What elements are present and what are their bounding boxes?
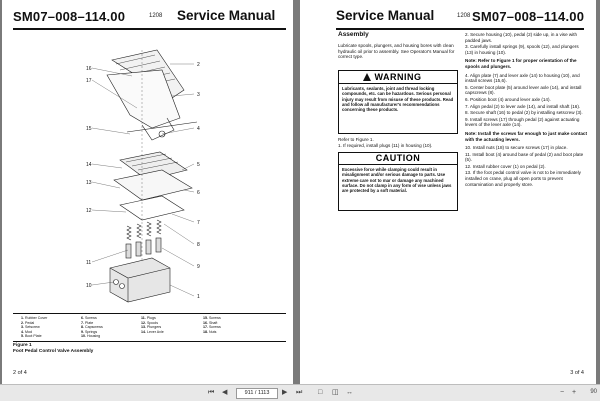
step-item: 4. Align plate (7) and lever axle (14) t…: [465, 72, 580, 84]
figure-caption: Foot Pedal Control Valve Assembly: [13, 348, 94, 354]
part-entry: 9. Springs: [81, 329, 98, 334]
callout-label: 12: [86, 208, 92, 214]
step-item: 11. Install boot (4) around base of peda…: [465, 151, 584, 163]
first-page-icon[interactable]: ⏮: [208, 389, 215, 396]
callout-label: 11: [86, 260, 91, 266]
callout-label: 8: [197, 242, 200, 248]
step-item: 7. Align pedal (2) to lever axle (14), a…: [465, 103, 581, 109]
single-page-view-icon[interactable]: □: [318, 389, 323, 396]
assembly-heading: Assembly: [338, 31, 369, 38]
callout-label: 14: [86, 162, 92, 168]
revision-code: 1208: [149, 13, 163, 19]
warning-text: Lubricants, sealants, joint and thread l…: [342, 86, 454, 113]
part-entry: 18. Nuts: [203, 329, 217, 334]
callout-label: 17: [86, 78, 92, 84]
part-entry: 2. Pedal: [21, 320, 35, 325]
part-entry: 8. Capscrews: [81, 325, 103, 330]
parts-rule: [13, 313, 286, 314]
step-item: 6. Position boot (4) around lever axle (…: [465, 96, 551, 102]
assembly-intro: Lubricate spools, plungers, and housing …: [338, 43, 455, 60]
callout-label: 1: [197, 294, 200, 300]
caution-box: CAUTION Excessive force while clamping c…: [338, 152, 458, 211]
exploded-assembly-diagram: 16 17 15 14 13 12 11 10 1 2 3 4 5 6 7 8 …: [86, 49, 200, 303]
page-number-field[interactable]: 911 / 1113: [236, 388, 278, 399]
part-entry: 5. Boot Plate: [21, 334, 42, 339]
zoom-level: 90: [590, 389, 597, 395]
revision-code: 1208: [457, 13, 471, 19]
callout-label: 2: [197, 62, 200, 68]
part-entry: 3. Setscrew: [21, 325, 40, 330]
part-entry: 15. Screws: [203, 316, 221, 320]
step-item: 2. Secure housing (10), pedal (2) side u…: [465, 32, 578, 43]
callout-label: 10: [86, 283, 92, 289]
part-entry: 14. Lever Axle: [141, 329, 164, 334]
header-rule: [336, 28, 584, 30]
last-page-icon[interactable]: ⏭: [296, 389, 303, 396]
zoom-out-icon[interactable]: −: [560, 389, 565, 396]
fit-width-icon[interactable]: ↔: [346, 389, 353, 396]
step-item: 3. Carefully install springs (9), spools…: [465, 44, 579, 55]
part-entry: 13. Plungers: [141, 325, 162, 330]
callout-label: 3: [197, 92, 200, 98]
parts-list: 1. Rubber Cover 2. Pedal 3. Setscrew 4. …: [13, 316, 286, 340]
page-footer: 2 of 4: [13, 370, 27, 376]
part-entry: 1. Rubber Cover: [21, 316, 48, 320]
doc-number: SM07–008–114.00: [472, 9, 585, 24]
callout-label: 7: [197, 220, 200, 226]
figure-callouts: 16 17 15 14 13 12 11 10 1 2 3 4 5 6 7 8 …: [86, 62, 200, 300]
callout-label: 9: [197, 264, 200, 270]
page-title: Service Manual: [177, 8, 276, 23]
note-screws: Note: Install the screws far enough to j…: [465, 130, 588, 142]
right-page: Service Manual 1208 SM07–008–114.00 Asse…: [300, 0, 596, 384]
part-entry: 10. Housing: [81, 334, 101, 339]
callout-label: 16: [86, 66, 92, 72]
part-entry: 4. Mod: [21, 329, 32, 334]
left-page: SM07–008–114.00 1208 Service Manual: [2, 0, 293, 384]
step-list: 2. Secure housing (10), pedal (2) side u…: [465, 32, 587, 188]
part-entry: 17. Screws: [203, 325, 221, 330]
caution-title: CAUTION: [339, 153, 457, 165]
part-entry: 16. Shaft: [203, 320, 218, 325]
part-entry: 12. Spools: [141, 320, 158, 325]
step-item: 10. Install nuts (18) to secure screws (…: [465, 145, 568, 151]
viewer-toolbar: ⏮ ◀ 911 / 1113 ▶ ⏭ □ ◫ ↔ − + 90: [0, 384, 600, 401]
previous-page-icon[interactable]: ◀: [222, 389, 228, 396]
next-page-icon[interactable]: ▶: [282, 389, 288, 396]
callout-label: 15: [86, 126, 92, 132]
callout-label: 6: [197, 190, 200, 196]
step-item: 8. Secure shaft (16) to pedal (2) by ins…: [465, 110, 583, 116]
callout-label: 5: [197, 162, 200, 168]
step-item: 5. Center boot plate (5) around lever ax…: [465, 84, 582, 96]
part-entry: 11. Plugs: [141, 316, 156, 320]
zoom-in-icon[interactable]: +: [572, 389, 577, 396]
page-title: Service Manual: [336, 8, 435, 23]
caption-rule: [13, 341, 286, 342]
callout-label: 13: [86, 180, 92, 186]
header-rule: [13, 28, 286, 30]
step-item: 12. Install rubber cover (1) on pedal (2…: [465, 163, 546, 169]
step-item: 13. If the foot pedal control valve is n…: [465, 170, 581, 187]
page-footer: 3 of 4: [570, 370, 584, 376]
two-page-view-icon[interactable]: ◫: [332, 389, 339, 396]
doc-number: SM07–008–114.00: [13, 9, 126, 24]
note-orientation: Note: Refer to Figure 1 for proper orien…: [465, 58, 577, 69]
callout-label: 4: [197, 126, 200, 132]
warning-box: WARNING Lubricants, sealants, joint and …: [338, 70, 458, 134]
warning-header: WARNING: [339, 71, 457, 84]
refer-line: Refer to Figure 1.: [338, 137, 374, 142]
warning-title: WARNING: [374, 72, 422, 82]
part-entry: 6. Screws: [81, 316, 97, 320]
part-entry: 7. Plate: [81, 320, 94, 325]
figure-label: Figure 1: [13, 343, 32, 348]
warning-icon: [363, 73, 371, 81]
caution-text: Excessive force while clamping could res…: [342, 167, 452, 194]
step-item: 9. Install screws (17) through pedal (2)…: [465, 116, 580, 128]
step-1: 1. If required, install plugs (11) in ho…: [338, 143, 433, 148]
